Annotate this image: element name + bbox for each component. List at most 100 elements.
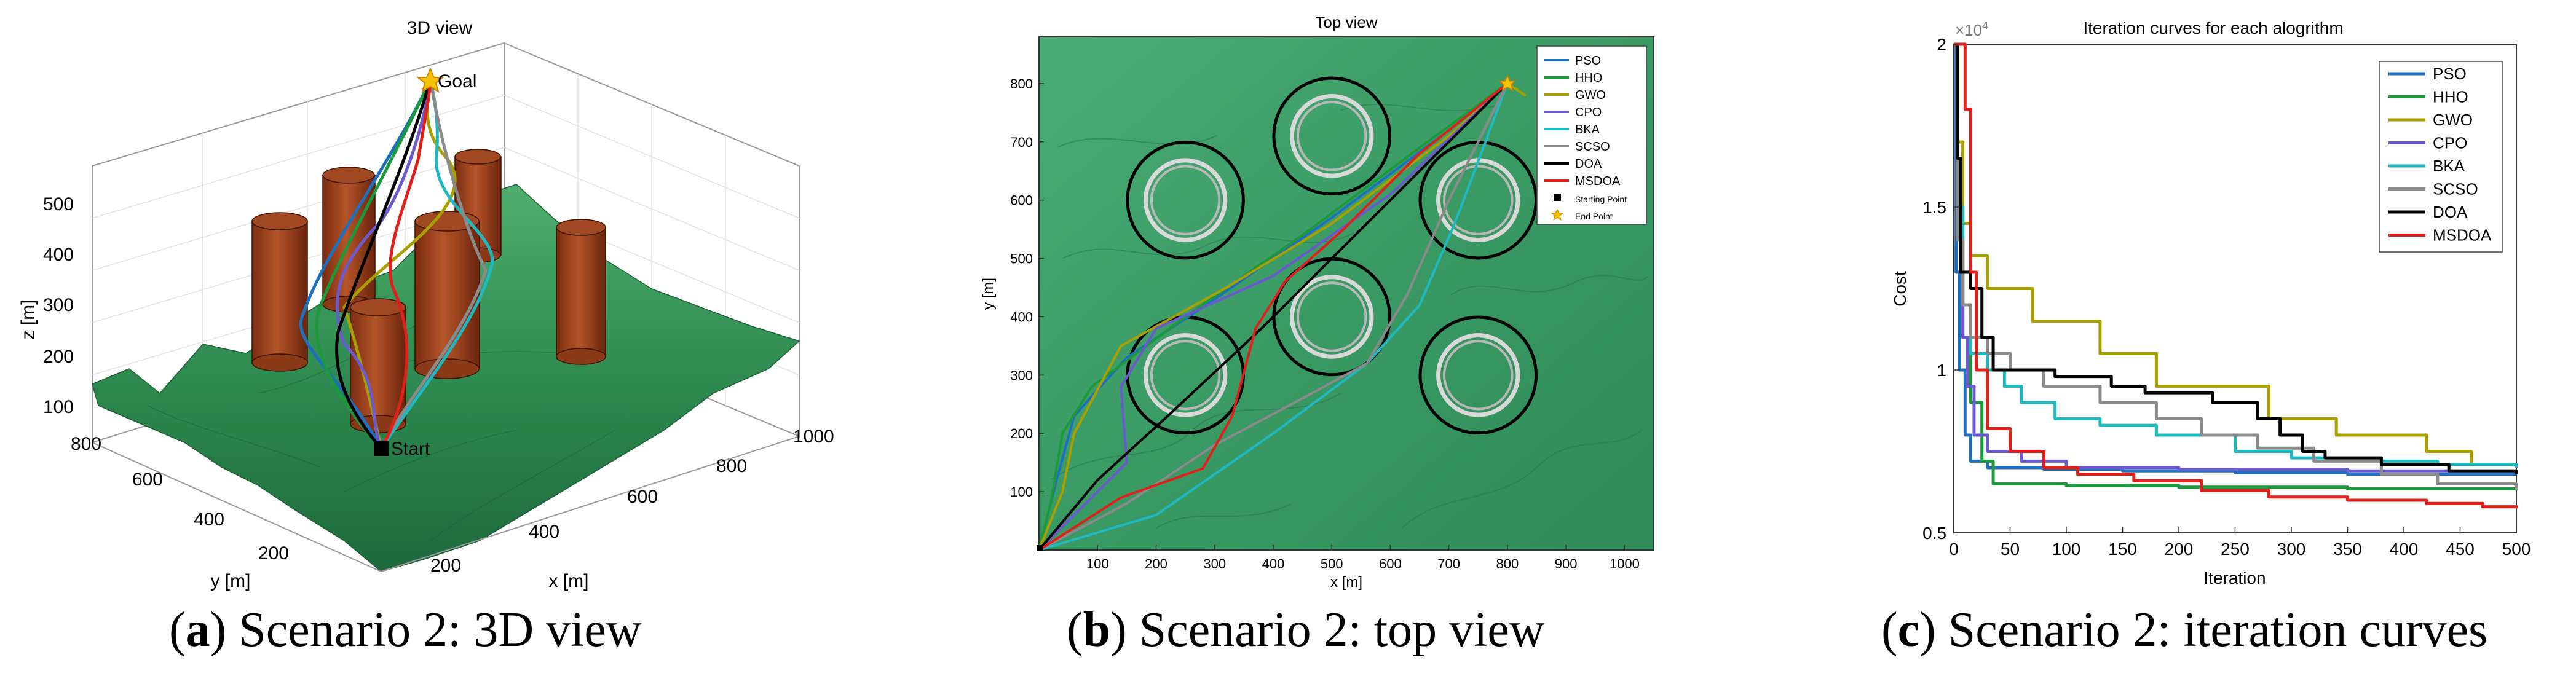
z-tick-label: 100: [43, 397, 74, 417]
legend-entry: MSDOA: [2388, 226, 2492, 245]
legend-label: CPO: [1575, 106, 1602, 119]
legend-swatch: [1554, 194, 1561, 201]
chart-iteration-curves: Iteration curves for each alogrithm ×104…: [1891, 18, 2531, 588]
legend-entry: HHO: [1544, 71, 1602, 85]
iter-paths: [1954, 42, 2518, 509]
top-path-msdoa: [1038, 82, 1509, 551]
top-path-bka: [1038, 83, 1509, 551]
path-3d-msdoa: [379, 79, 432, 450]
top-path-scso: [1038, 83, 1509, 551]
legend-entry: SCSO: [1544, 140, 1610, 154]
paths-3d: [299, 79, 494, 450]
x-tick-label: 50: [2001, 540, 2020, 559]
chart-title: 3D view: [407, 18, 473, 38]
threat-zone: [1418, 315, 1538, 435]
legend-entry: BKA: [2388, 157, 2465, 175]
caption-text: Scenario 2: iteration curves: [1935, 603, 2488, 657]
x-tick-label: 200: [1145, 556, 1167, 572]
legend-entry: GWO: [1544, 88, 1606, 102]
x-tick-label: 1000: [793, 427, 834, 447]
y-tick-label: 1: [1937, 361, 1946, 380]
threat-zone: [1272, 76, 1391, 196]
y-tick-label: 300: [1010, 368, 1033, 383]
top-paths: [1037, 75, 1527, 551]
legend-label: Starting Point: [1575, 194, 1627, 204]
legend-label: PSO: [2433, 65, 2467, 83]
x-tick-label: 100: [2052, 540, 2081, 559]
y-tick-label: 600: [1010, 193, 1033, 208]
path-3d-hho: [315, 79, 432, 450]
legend-entry: End Point: [1551, 208, 1613, 221]
x-tick-label: 700: [1437, 556, 1460, 572]
legend: PSO HHO GWO CPO BKA SCSO DOA MSDOA Starting Poin…: [1536, 45, 1647, 225]
obstacle-cylinder: [556, 219, 606, 365]
z-tick-label: 500: [43, 194, 74, 214]
path-3d-cpo: [335, 79, 432, 449]
y-axis-label: y [m]: [211, 571, 251, 591]
y-tick-label: 400: [194, 509, 224, 530]
y-tick-label: 0.5: [1922, 524, 1946, 543]
path-3d-pso: [299, 79, 432, 450]
panel-3d-view: Start Goal 3D view 100 200 300 400 500 z…: [0, 0, 842, 596]
goal-label: Goal: [438, 71, 476, 92]
path-3d-bka: [379, 79, 494, 450]
y-tick-label: 2: [1937, 35, 1946, 54]
x-tick-label: 150: [2108, 540, 2137, 559]
legend-label: GWO: [2433, 111, 2473, 129]
legend-entry: PSO: [2388, 65, 2467, 83]
y-tick-labels: 200 400 600 800: [71, 434, 289, 564]
threat-zones: [1126, 76, 1538, 435]
path-3d-doa: [335, 79, 432, 450]
caption-text: Scenario 2: 3D view: [226, 603, 642, 657]
top-path-hho: [1038, 82, 1509, 551]
legend-label: HHO: [2433, 88, 2468, 106]
legend-entry: DOA: [2388, 203, 2468, 221]
legend-label: GWO: [1575, 88, 1606, 102]
y-tick-label: 600: [132, 470, 163, 490]
legend-entry: BKA: [1544, 123, 1600, 136]
chart-3d-view: Start Goal 3D view 100 200 300 400 500 z…: [18, 18, 834, 591]
legend-entry: CPO: [2388, 134, 2467, 152]
x-axis-label: Iteration: [2203, 568, 2266, 588]
map-texture: [1051, 104, 1648, 529]
x-tick-label: 350: [2333, 540, 2362, 559]
x-tick-label: 250: [2221, 540, 2250, 559]
legend-label: DOA: [2433, 203, 2468, 221]
legend-entry: DOA: [1544, 157, 1602, 171]
legend-label: SCSO: [2433, 180, 2478, 199]
legend-label: BKA: [1575, 123, 1600, 136]
x-tick-label: 600: [627, 487, 658, 507]
x-tick-label: 500: [1321, 556, 1343, 572]
caption-b: (b) Scenario 2: top view: [1067, 603, 1545, 657]
obstacle-cylinder: [322, 167, 376, 313]
legend-label: HHO: [1575, 71, 1602, 85]
legend: PSO HHO GWO CPO BKA SCSO DOA MSDOA: [2379, 61, 2503, 253]
goal-marker: [1499, 75, 1516, 92]
legend-label: MSDOA: [2433, 226, 2492, 245]
iter-curve-msdoa: [1954, 42, 2518, 509]
legend-label: BKA: [2433, 157, 2465, 175]
start-label: Start: [391, 439, 430, 459]
legend-entry: PSO: [1544, 54, 1601, 68]
x-tick-label: 900: [1555, 556, 1578, 572]
legend-label: MSDOA: [1575, 175, 1621, 188]
y-axis-label: Cost: [1891, 271, 1910, 307]
chart-title: Iteration curves for each alogrithm: [2083, 18, 2343, 37]
z-axis-label: z [m]: [18, 300, 38, 340]
y-multiplier: ×104: [1955, 20, 1988, 39]
x-tick-label: 1000: [1610, 556, 1640, 572]
caption-letter: b: [1083, 603, 1111, 657]
x-tick-label: 200: [430, 556, 461, 576]
chart-title: Top view: [1315, 13, 1377, 31]
x-tick-label: 400: [2390, 540, 2419, 559]
panel-iteration-curves: Iteration curves for each alogrithm ×104…: [1869, 0, 2576, 596]
threat-zone: [1126, 140, 1245, 260]
caption-text: Scenario 2: top view: [1126, 603, 1545, 657]
legend-entry: MSDOA: [1544, 175, 1621, 188]
y-tick-label: 700: [1010, 135, 1033, 150]
path-3d-scso: [379, 79, 488, 450]
legend-swatch: [1551, 208, 1564, 221]
x-tick-label: 600: [1379, 556, 1402, 572]
x-tick-label: 300: [2277, 540, 2306, 559]
